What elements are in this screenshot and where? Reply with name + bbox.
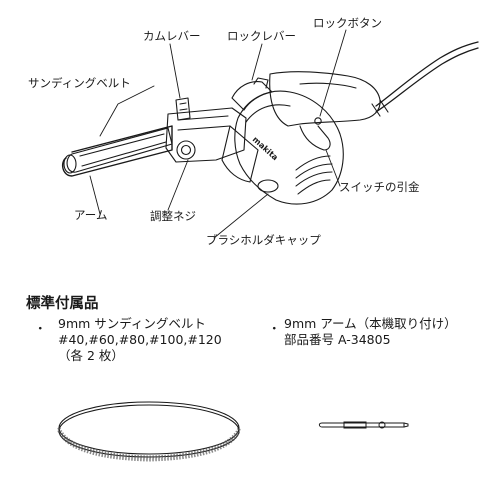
brand-logo: makita	[251, 135, 280, 162]
lock-lever-part	[231, 81, 273, 111]
item2-line1: 9mm アーム（本機取り付け）	[284, 316, 457, 331]
lock-button-part	[314, 117, 322, 125]
accessory-arm: 9mm アーム（本機取り付け） 部品番号 A-34805	[284, 316, 457, 348]
gear-head	[165, 107, 247, 163]
accessories-heading: 標準付属品	[26, 296, 99, 312]
accessory-sanding-belt: 9mm サンディングベルト #40,#60,#80,#100,#120 （各 2…	[58, 316, 222, 364]
arm-illustration	[318, 421, 409, 429]
item2-line2: 部品番号 A-34805	[284, 332, 391, 347]
callout-adjust-screw: 調整ネジ	[150, 209, 196, 223]
adjust-screw-part	[176, 140, 196, 160]
motor-housing	[234, 90, 344, 205]
callout-sanding-belt: サンディングベルト	[28, 76, 131, 90]
switch-trigger-part	[299, 125, 331, 151]
callout-lock-button: ロックボタン	[313, 16, 382, 30]
power-cord	[375, 41, 479, 107]
brush-cap-part	[257, 179, 279, 193]
belt-sander-diagram: makita	[61, 29, 479, 239]
callout-lock-lever: ロックレバー	[227, 29, 296, 43]
callout-cam-lever: カムレバー	[143, 29, 201, 43]
sanding-belt-part	[61, 125, 173, 177]
rear-handle	[269, 71, 381, 127]
item1-line3: （各 2 枚）	[58, 348, 124, 363]
bullet-item1: ・	[34, 321, 47, 336]
item1-line1: 9mm サンディングベルト	[58, 316, 206, 331]
callout-switch-trigger: スイッチの引金	[339, 180, 420, 194]
leader-lines	[89, 29, 347, 239]
callout-arm: アーム	[74, 208, 108, 222]
cam-lever-part	[175, 97, 191, 121]
callout-brush-holder-cap: ブラシホルダキャップ	[206, 233, 321, 247]
bullet-item2: ・	[268, 321, 281, 336]
item1-line2: #40,#60,#80,#100,#120	[58, 332, 222, 347]
sanding-arm	[66, 127, 173, 173]
sanding-belt-illustration	[57, 401, 241, 462]
